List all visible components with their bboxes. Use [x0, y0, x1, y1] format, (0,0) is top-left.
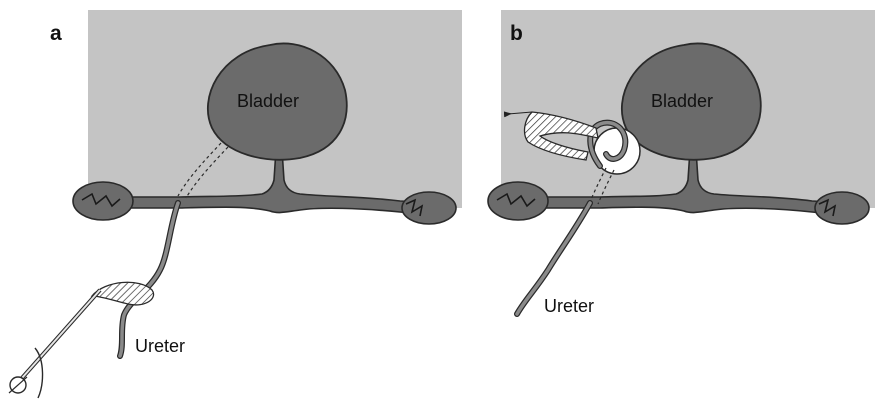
panel-a-ureter-label: Ureter — [135, 336, 185, 356]
panel-a: Bladder a Ureter — [9, 10, 462, 398]
panel-b-ureter-label: Ureter — [544, 296, 594, 316]
panel-a-left-lobe — [73, 182, 133, 220]
panel-a-needle-holder-core — [22, 290, 100, 378]
panel-a-suture-loop — [92, 282, 154, 305]
panel-b-right-lobe — [815, 192, 869, 224]
panel-a-letter: a — [50, 22, 62, 45]
panel-b-bladder-label: Bladder — [651, 91, 713, 111]
panel-b: Bladder b Ureter — [488, 10, 875, 316]
panel-a-ureter — [120, 203, 178, 356]
panel-a-bladder-label: Bladder — [237, 91, 299, 111]
panel-b-letter: b — [510, 22, 523, 45]
panel-b-left-lobe — [488, 182, 548, 220]
panel-a-right-lobe — [402, 192, 456, 224]
